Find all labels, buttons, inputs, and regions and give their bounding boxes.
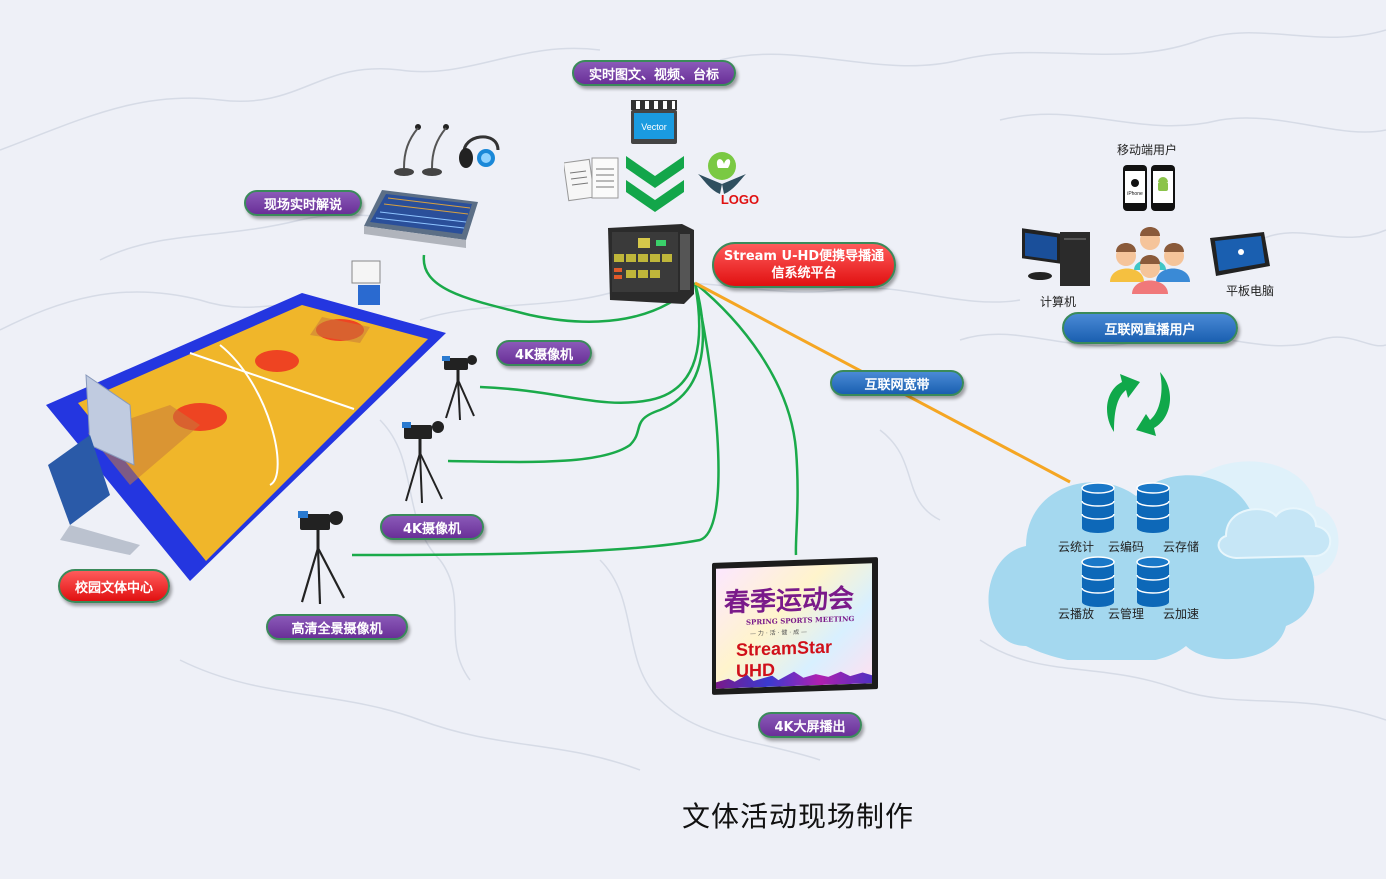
bandwidth-label: 互联网宽带 <box>830 370 964 396</box>
screen-content: 春季运动会 SPRING SPORTS MEETING — 力 · 活 · 健 … <box>716 563 872 689</box>
computer-icon <box>1022 228 1090 286</box>
smartphone-ios-icon: iPhone <box>1123 165 1147 211</box>
logo-text: LOGO <box>721 192 759 207</box>
microphone-icon <box>394 124 421 176</box>
link-platform-to-screen <box>694 282 799 556</box>
camera-4k-2-label: 4K摄像机 <box>380 514 484 540</box>
video-clapper-icon: Vector <box>631 100 677 144</box>
database-icon <box>1136 482 1170 533</box>
internet-users-label: 互联网直播用户 <box>1062 312 1238 344</box>
cloud-service-label: 云统计 <box>1058 540 1095 554</box>
cloud-service-label: 云管理 <box>1108 607 1145 621</box>
link-commentary-to-platform <box>422 254 696 323</box>
screen-brand: StreamStar UHD <box>736 636 833 682</box>
headphones-icon <box>459 135 500 168</box>
cloud-service-label: 云加速 <box>1163 607 1200 621</box>
documents-icon <box>564 157 619 202</box>
computer-label: 计算机 <box>1040 295 1077 309</box>
media-inputs-label: 实时图文、视频、台标 <box>572 60 736 86</box>
screen-tagline: — 力 · 活 · 健 · 成 — <box>750 628 807 638</box>
clapper-text: Vector <box>641 122 667 132</box>
smartphone-android-icon <box>1151 165 1175 211</box>
diagram-title: 文体活动现场制作 <box>682 800 915 833</box>
platform-label: Stream U-HD便携导播通 信系统平台 <box>712 242 896 288</box>
audio-mixer-icon <box>364 190 478 248</box>
database-icon <box>1081 482 1115 533</box>
double-chevron-down-icon <box>626 156 684 212</box>
4k-display-screen[interactable]: 春季运动会 SPRING SPORTS MEETING — 力 · 活 · 健 … <box>712 557 878 695</box>
tablet-label: 平板电脑 <box>1226 284 1275 298</box>
camera-tripod-icon[interactable] <box>440 352 482 422</box>
commentary-label: 现场实时解说 <box>244 190 362 216</box>
cloud-service-label: 云存储 <box>1163 540 1200 554</box>
platform-label-line1: Stream U-HD便携导播通 <box>723 249 885 264</box>
camera-4k-1-label: 4K摄像机 <box>496 340 592 366</box>
venue-label: 校园文体中心 <box>58 569 170 603</box>
portable-broadcast-platform-icon[interactable] <box>604 222 698 306</box>
cloud-service-label: 云编码 <box>1108 540 1145 554</box>
phone-label: iPhone <box>1127 191 1143 197</box>
users-group-icon <box>1110 227 1190 294</box>
camera-panorama-label: 高清全景摄像机 <box>266 614 408 640</box>
microphone-icon <box>422 124 449 176</box>
cloud-service-label: 云播放 <box>1058 607 1095 621</box>
link-camera2-to-platform <box>447 282 705 464</box>
screen-output-label: 4K大屏播出 <box>758 712 862 738</box>
camera-tripod-icon[interactable] <box>400 417 450 505</box>
link-camera1-to-platform <box>479 282 701 405</box>
screen-headline-text: 春季运动会 <box>724 583 855 619</box>
tablet-icon <box>1210 232 1270 276</box>
sync-arrows-icon <box>1107 372 1171 436</box>
platform-label-line2: 信系统平台 <box>771 266 837 281</box>
link-panorama-to-platform <box>351 282 720 557</box>
mobile-users-label: 移动端用户 <box>1117 143 1178 157</box>
database-icon <box>1136 556 1170 607</box>
basketball-court-icon <box>46 260 446 581</box>
logo-icon: LOGO <box>698 152 759 207</box>
camera-tripod-icon[interactable] <box>296 506 350 606</box>
database-icon <box>1081 556 1115 607</box>
